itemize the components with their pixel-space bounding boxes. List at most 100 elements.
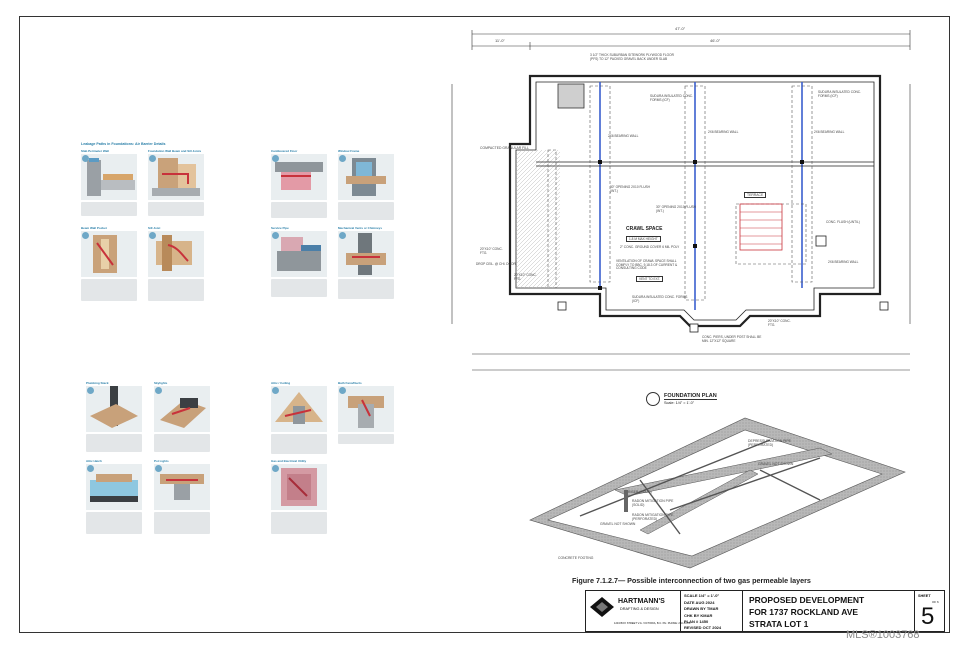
foundation-plan-drawing	[451, 30, 911, 371]
sheet-label: SHEET	[918, 594, 931, 598]
scale-info: SCALE 1/4" = 1'-0"	[684, 593, 720, 598]
max-height-note: 1.8 M MAX HEIGHT	[626, 236, 661, 242]
card-caption	[86, 512, 142, 534]
insulated-form-note: SUDURA INSULATED CONC. FORMS (ICF)	[650, 94, 693, 102]
project-title-line: PROPOSED DEVELOPMENT	[749, 595, 865, 605]
card-number-badge	[272, 465, 279, 472]
depressurization-pipe-label: DEPRESSURIZATION PIPE (PERFORATED)	[748, 439, 791, 447]
card-number-badge	[155, 465, 162, 472]
terrace-label: TERRACE	[744, 192, 767, 198]
card-title: Foundation Wall Beam and Sill Joists	[148, 149, 202, 153]
card-title: Cantilevered Floor	[271, 149, 298, 153]
card-caption	[154, 512, 210, 534]
card-illustration	[338, 386, 394, 432]
card-caption	[81, 202, 137, 216]
vent-note: VENT TO EXT.	[636, 276, 664, 282]
card-title: Service Pipe	[271, 226, 289, 230]
company-address: 1234 BOX STREET V.G. VICTORIA, B.C. PH. …	[614, 622, 691, 625]
card-title: Mechanical Vents or Chimneys	[338, 226, 383, 230]
card-caption	[154, 434, 210, 452]
checked-by-info: CHK BY KMAR	[684, 612, 713, 618]
footing-label: CONCRETE FOOTING	[558, 556, 594, 560]
sheet-top-right: Cantilevered Floor Window Frame Service …	[268, 140, 403, 315]
card-title: Attic Hatch	[86, 459, 102, 463]
card-illustration	[86, 464, 142, 510]
card-caption	[271, 512, 327, 534]
card-title: Bath Fans/Ducts	[338, 381, 362, 385]
card-number-badge	[339, 232, 346, 239]
conc-pad-note: CONC. PIERS, UNDER POST SHALL BE MIN. 12…	[702, 335, 762, 343]
card-illustration	[86, 386, 142, 432]
card-illustration	[154, 464, 210, 510]
card-caption	[81, 279, 137, 301]
card-number-badge	[155, 387, 162, 394]
card-illustration	[271, 231, 327, 277]
sheet-bottom-left: Plumbing Stack Skylights Attic Hatch	[78, 375, 213, 550]
opening-note: 30" OPENING 2X10 FLUSH (INT.)	[656, 205, 696, 213]
card-caption	[148, 279, 204, 301]
project-cell: PROPOSED DEVELOPMENT FOR 1737 ROCKLAND A…	[743, 590, 915, 632]
gravel-label: GRAVEL NOT SHOWN	[600, 522, 636, 526]
card-caption	[271, 202, 327, 218]
bearing-wall-note: 2X6 BEARING WALL	[814, 130, 845, 134]
card-number-badge	[272, 232, 279, 239]
card-caption	[338, 202, 394, 220]
overall-width-dimension: 47'-0"	[675, 26, 686, 31]
card-number-badge	[87, 387, 94, 394]
card-title: Sill Joist	[148, 226, 161, 230]
card-caption	[271, 434, 327, 454]
sump-note: 3 1/2" THICK SUBURBAN SITEWORK PLYWOOD F…	[590, 53, 674, 61]
card-illustration	[338, 154, 394, 200]
card-illustration	[81, 154, 137, 200]
ground-cover-note: 2" CONC. GROUND COVER 6 MIL POLY	[620, 245, 680, 249]
card-title: Gas and Electrical Utility	[271, 459, 307, 463]
card-title: Pot Lights	[154, 459, 169, 463]
card-number-badge	[82, 155, 89, 162]
card-illustration	[338, 231, 394, 277]
card-title: Window Frame	[338, 149, 360, 153]
plan-scale: Scale: 1/4" = 1'-0"	[664, 401, 695, 405]
company-logo	[590, 597, 614, 617]
dimension-left: 11'-0"	[495, 38, 505, 43]
card-number-badge	[272, 387, 279, 394]
conc-flush-note: CONC. FLUSH (UNTIL)	[826, 220, 860, 224]
card-title: Skylights	[154, 381, 168, 385]
dimension-right: 46'-0"	[710, 38, 721, 43]
card-number-badge	[149, 155, 156, 162]
drawing-frame	[19, 16, 950, 633]
riser-label: RISER (SOLID)	[628, 490, 652, 494]
figure-caption: Figure 7.1.2.7— Possible interconnection…	[572, 576, 811, 585]
title-block: HARTMANN'S DRAFTING & DESIGN 1234 BOX ST…	[585, 590, 945, 632]
drop-ceiling-note: DROP CEIL. @ CHI. DOOR	[476, 262, 516, 266]
card-number-badge	[339, 387, 346, 394]
insulated-form-note: SUDURA INSULATED CONC. FORMS (ICF)	[818, 90, 861, 98]
sheet-heading: Leakage Paths in Foundations: Air Barrie…	[81, 142, 166, 146]
opening-note: 30" OPENING 2X10 FLUSH (INT.)	[610, 185, 650, 193]
card-illustration	[271, 386, 327, 432]
plan-number-info: PLAN # 1450	[684, 619, 709, 624]
card-caption	[338, 434, 394, 444]
card-title: Slab Perimeter Wall	[81, 149, 109, 153]
card-illustration	[81, 231, 137, 277]
bearing-wall-note: 2X6 BEARING WALL	[708, 130, 739, 134]
plan-title: FOUNDATION PLAN	[664, 393, 717, 400]
card-title: Beam Wall Pocket	[81, 226, 107, 230]
plan-title-circle	[646, 392, 660, 406]
bearing-wall-note: 2X6 BEARING WALL	[608, 134, 639, 138]
date-info: DATE AUG 2024	[684, 599, 715, 605]
card-number-badge	[149, 232, 156, 239]
project-title-line: STRATA LOT 1	[749, 619, 809, 629]
company-subtitle: DRAFTING & DESIGN	[620, 607, 659, 611]
footing-note: 20"X10" CONC. FTG.	[480, 247, 503, 255]
bearing-wall-note: 2X6 BEARING WALL	[828, 260, 859, 264]
footing-note: 20"X10" CONC. FTG.	[514, 273, 537, 281]
compacted-fill-note: COMPACTED GRANULAR FILL	[480, 146, 529, 150]
company-cell: HARTMANN'S DRAFTING & DESIGN 1234 BOX ST…	[586, 590, 691, 632]
ventilation-note: VENTILATION OF CRAWL SPACE SHALL COMPLY …	[616, 259, 678, 271]
card-number-badge	[272, 155, 279, 162]
card-illustration	[148, 231, 204, 277]
radon-isometric: DEPRESSURIZATION PIPE (PERFORATED) GRAVE…	[520, 410, 920, 570]
card-caption	[271, 279, 327, 297]
footing-note: 20"X10" CONC. FTG.	[768, 319, 791, 327]
sheet-number: 5	[921, 603, 935, 630]
